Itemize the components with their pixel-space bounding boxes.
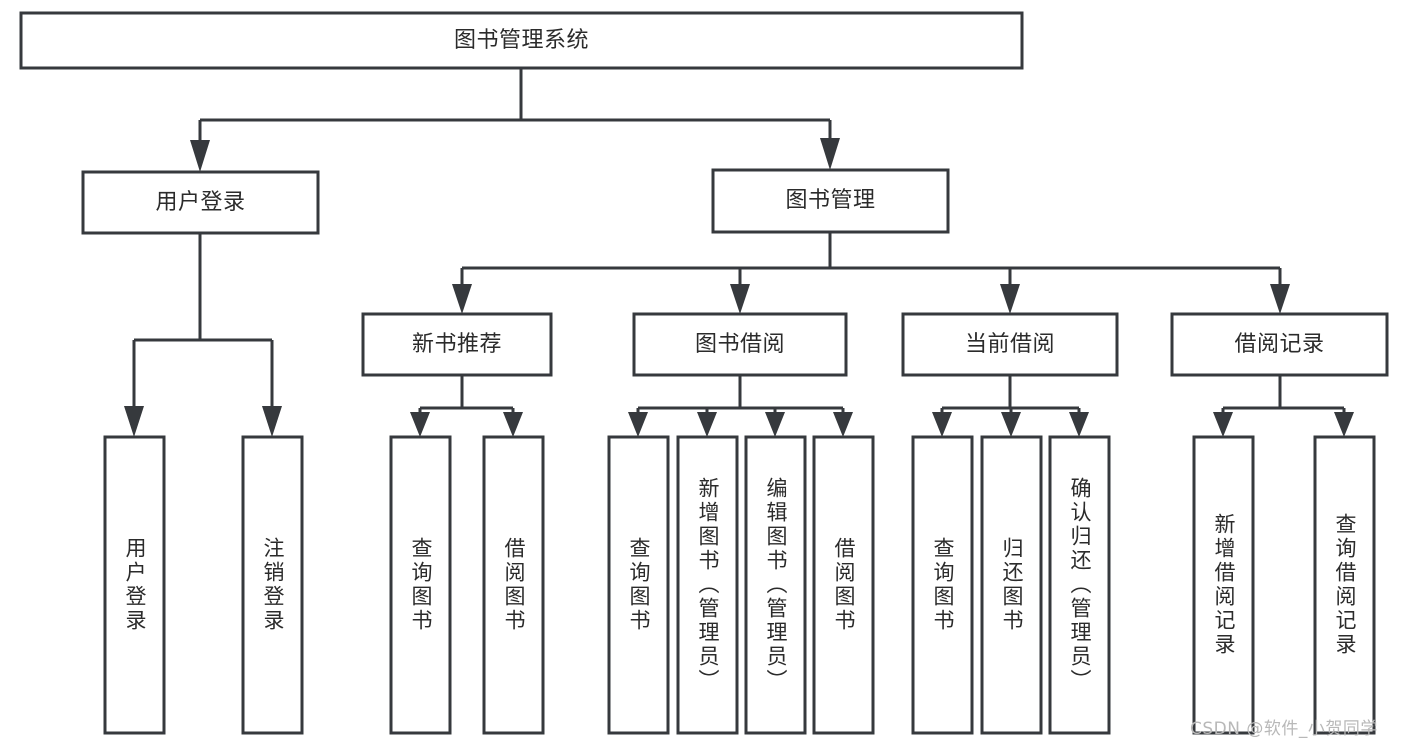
arrowhead-leaf-add-book xyxy=(697,412,717,437)
arrowhead-leaf-logout xyxy=(262,406,282,437)
node-box-user-login[interactable] xyxy=(81,170,320,235)
node-box-leaf-user-login[interactable] xyxy=(103,435,166,735)
arrowhead-leaf-query-book-1 xyxy=(410,412,430,437)
arrowhead-leaf-query-book-2 xyxy=(628,412,648,437)
arrowhead-new-book-recommend xyxy=(452,284,472,314)
arrowhead-leaf-user-login xyxy=(124,406,144,437)
node-box-leaf-query-book-3[interactable] xyxy=(911,435,974,735)
arrowhead-book-borrow xyxy=(730,284,750,314)
node-box-new-book-recommend[interactable] xyxy=(361,312,553,377)
arrowhead-leaf-borrow-book-1 xyxy=(503,412,523,437)
arrowhead-leaf-edit-book xyxy=(765,412,785,437)
node-box-leaf-add-book[interactable] xyxy=(676,435,739,735)
arrowhead-leaf-query-record xyxy=(1334,412,1354,437)
node-box-leaf-edit-book[interactable] xyxy=(744,435,807,735)
node-box-leaf-confirm-return[interactable] xyxy=(1048,435,1111,735)
arrowhead-leaf-query-book-3 xyxy=(932,412,952,437)
node-box-current-borrow[interactable] xyxy=(901,312,1119,377)
arrowhead-leaf-add-record xyxy=(1213,412,1233,437)
arrowhead-book-management xyxy=(820,138,840,170)
arrowhead-borrow-record xyxy=(1270,284,1290,314)
arrowhead-user-login xyxy=(190,140,210,172)
node-box-leaf-borrow-book-2[interactable] xyxy=(812,435,875,735)
node-box-book-borrow[interactable] xyxy=(632,312,848,377)
arrowhead-leaf-borrow-book-2 xyxy=(833,412,853,437)
arrowhead-leaf-confirm-return xyxy=(1069,412,1089,437)
watermark-text: CSDN @软件_小贺同学 xyxy=(1190,719,1378,739)
node-box-leaf-query-book-1[interactable] xyxy=(389,435,452,735)
node-box-leaf-add-record[interactable] xyxy=(1192,435,1255,735)
node-box-borrow-record[interactable] xyxy=(1170,312,1389,377)
node-box-leaf-query-book-2[interactable] xyxy=(607,435,670,735)
node-box-leaf-return-book[interactable] xyxy=(980,435,1043,735)
arrowhead-leaf-return-book xyxy=(1001,412,1021,437)
node-box-leaf-query-record[interactable] xyxy=(1313,435,1376,735)
node-box-leaf-logout[interactable] xyxy=(241,435,304,735)
node-box-leaf-borrow-book-1[interactable] xyxy=(482,435,545,735)
node-box-book-management[interactable] xyxy=(711,168,950,234)
node-box-root[interactable] xyxy=(19,11,1024,70)
arrowhead-current-borrow xyxy=(1000,284,1020,314)
